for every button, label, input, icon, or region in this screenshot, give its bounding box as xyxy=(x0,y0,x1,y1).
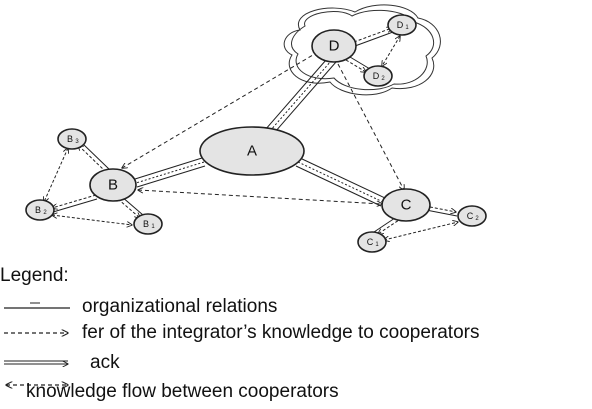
edge-c-c2-2 xyxy=(425,209,458,217)
node-d1: D 1 xyxy=(387,14,417,36)
edge-b3-b2 xyxy=(44,148,68,202)
node-d: D xyxy=(311,29,357,63)
edges xyxy=(44,28,458,240)
cloud-outline xyxy=(283,4,441,96)
svg-text:B: B xyxy=(143,219,149,229)
edge-d-d1 xyxy=(353,28,392,43)
edge-c1-c2 xyxy=(384,222,458,240)
edge-b-b2-2 xyxy=(52,198,98,213)
svg-text:1: 1 xyxy=(151,224,155,230)
edge-b-b3 xyxy=(78,145,107,173)
edge-d-d2 xyxy=(345,59,366,72)
svg-text:B: B xyxy=(108,177,118,194)
node-b2: B 2 xyxy=(25,199,55,221)
edge-d1-d2 xyxy=(382,36,400,66)
edge-d-d1-2 xyxy=(354,31,394,47)
edge-a-c xyxy=(295,157,386,207)
svg-text:C: C xyxy=(467,211,474,221)
svg-text:D: D xyxy=(397,20,404,30)
svg-text:2: 2 xyxy=(43,210,47,216)
node-b1: B 1 xyxy=(133,213,163,235)
edge-b-b3-2 xyxy=(81,142,111,171)
svg-text:1: 1 xyxy=(375,242,379,248)
svg-text:C: C xyxy=(367,237,374,247)
edge-d-c xyxy=(337,63,404,190)
edge-b-c xyxy=(138,190,382,204)
svg-text:B: B xyxy=(35,205,41,215)
node-c: C xyxy=(381,188,431,222)
edge-b-b2 xyxy=(52,194,97,208)
svg-text:D: D xyxy=(329,38,340,55)
svg-text:3: 3 xyxy=(75,139,79,145)
svg-text:A: A xyxy=(247,143,257,160)
edge-a-b xyxy=(134,157,206,188)
edge-b2-b1 xyxy=(52,215,132,225)
edge-d-d2-2 xyxy=(349,56,371,70)
svg-text:2: 2 xyxy=(381,76,385,82)
svg-text:B: B xyxy=(67,134,73,144)
node-d2: D 2 xyxy=(363,65,393,87)
node-b: B xyxy=(89,168,137,202)
edge-b-b1 xyxy=(117,198,140,218)
node-c2: C 2 xyxy=(457,205,487,227)
svg-text:1: 1 xyxy=(405,25,409,31)
node-a: A xyxy=(199,126,305,176)
svg-text:D: D xyxy=(373,71,380,81)
edge-d-b xyxy=(122,51,319,168)
svg-text:2: 2 xyxy=(475,216,479,222)
edge-a-d xyxy=(264,59,337,133)
svg-text:C: C xyxy=(401,197,412,214)
node-b3: B 3 xyxy=(57,128,87,150)
node-c1: C 1 xyxy=(357,231,387,253)
